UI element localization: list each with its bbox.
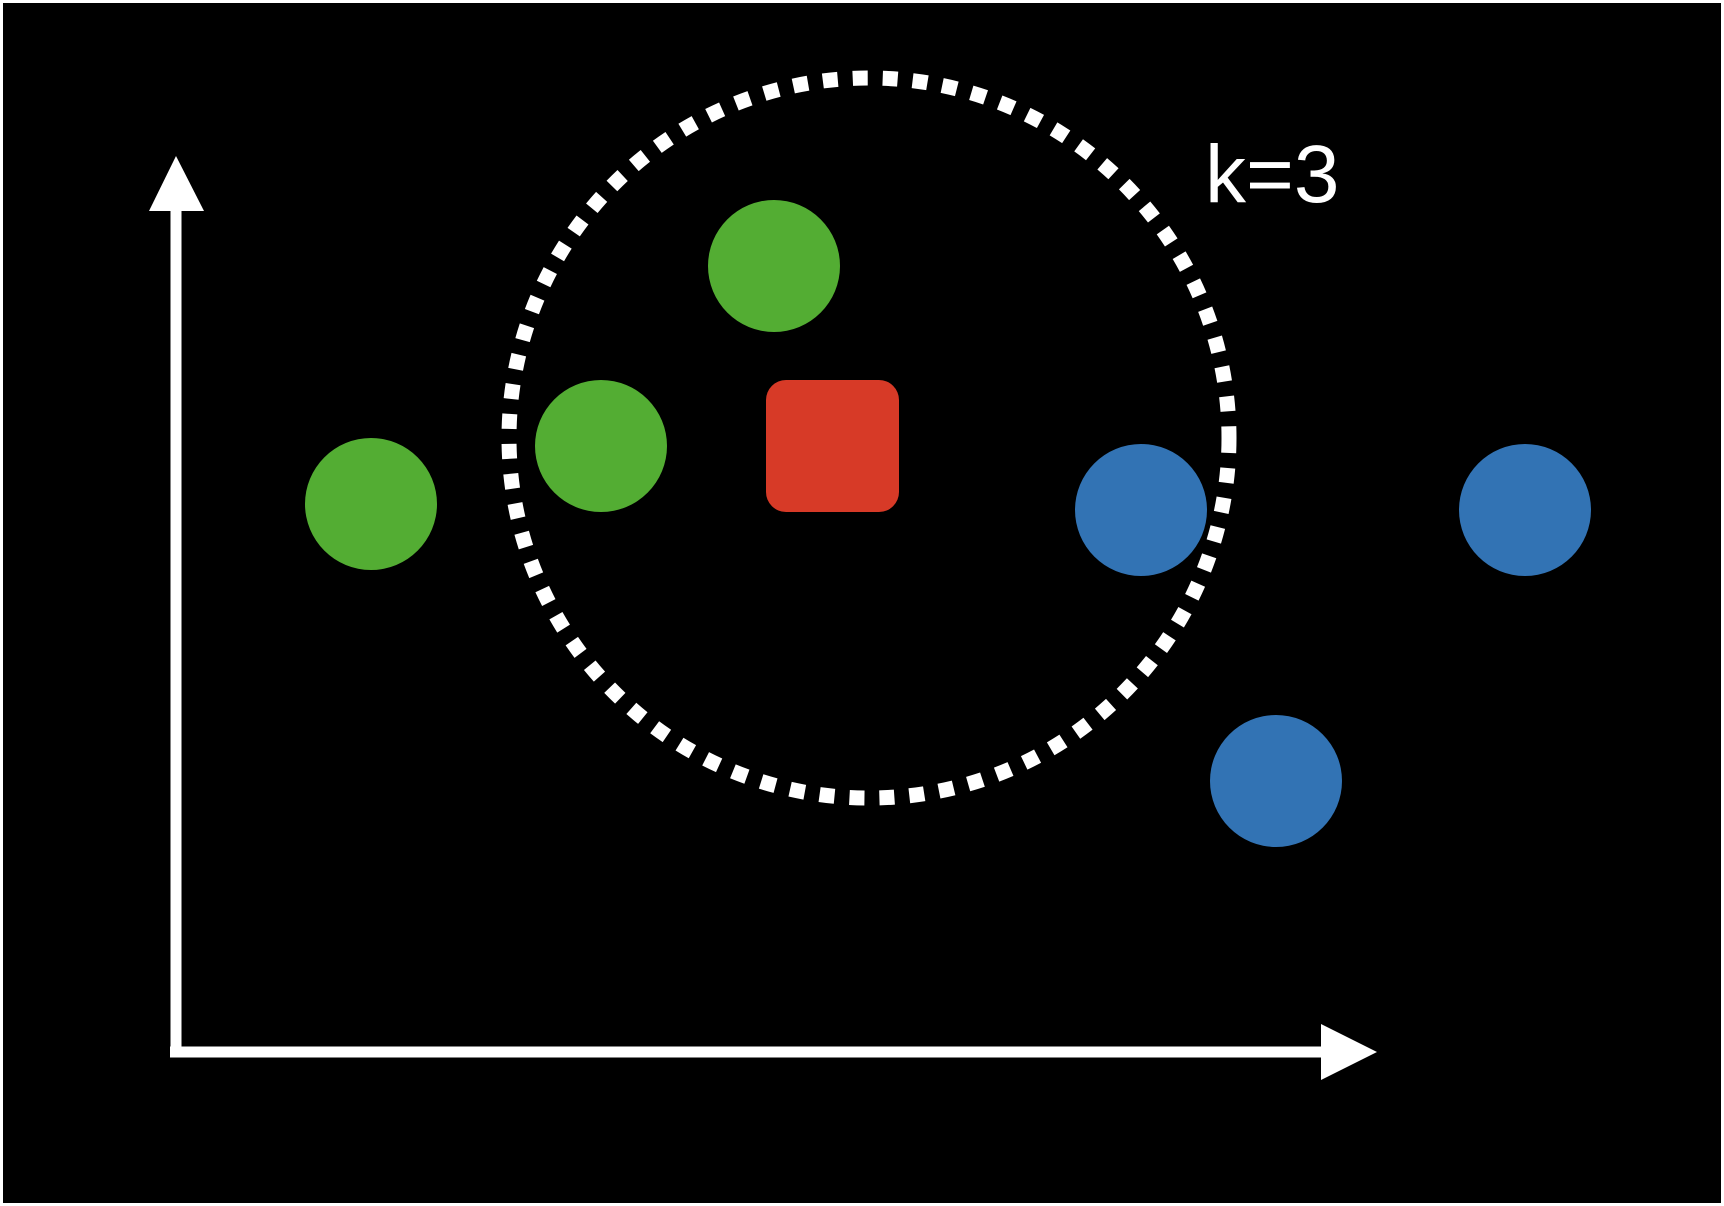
y-axis-arrowhead xyxy=(149,156,204,211)
y-axis xyxy=(149,156,204,1055)
query-point xyxy=(766,380,899,512)
k-value-label: k=3 xyxy=(1205,129,1340,220)
blue-point xyxy=(1075,444,1207,576)
blue-point xyxy=(1459,444,1591,576)
neighborhood-ring xyxy=(501,70,1237,806)
background-panel xyxy=(3,3,1721,1203)
green-point xyxy=(305,438,437,570)
blue-point xyxy=(1210,715,1342,847)
green-point xyxy=(535,380,667,512)
x-axis xyxy=(170,1024,1377,1080)
green-point xyxy=(708,200,840,332)
x-axis-arrowhead xyxy=(1321,1024,1377,1080)
